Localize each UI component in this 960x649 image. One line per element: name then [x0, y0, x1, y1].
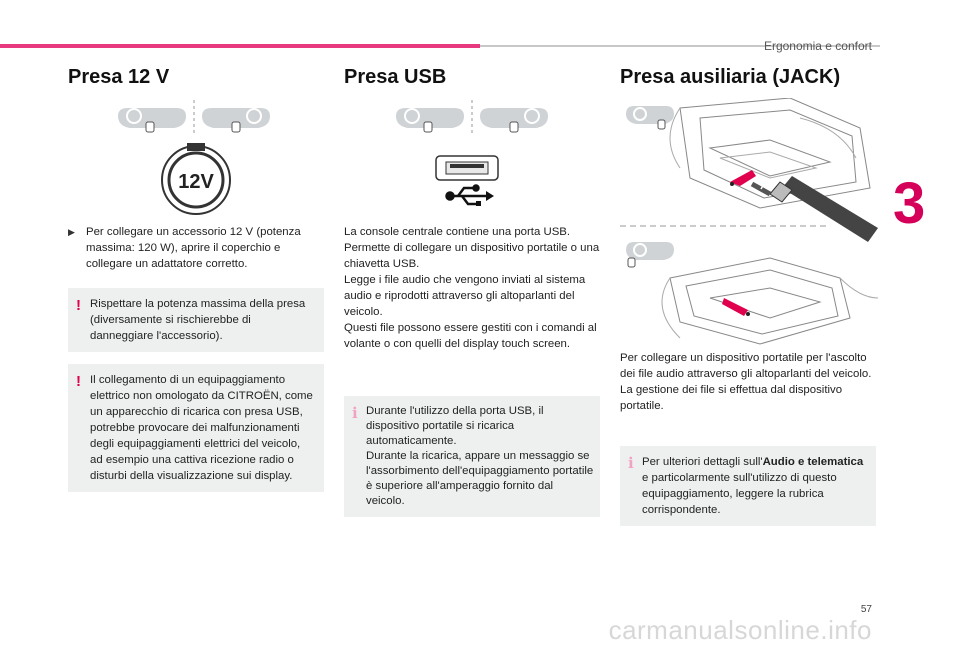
socket-label: 12V [178, 171, 214, 193]
info-jack-prefix: Per ulteriori dettagli sull' [642, 456, 763, 468]
jack-socket-dot [746, 312, 750, 316]
warning-icon: ! [76, 297, 81, 314]
usb-body-line: Permette di collegare un dispositivo por… [344, 242, 600, 270]
jack-body-line: Per collegare un dispositivo portatile p… [620, 352, 872, 380]
socket-12v-icon: 12V [161, 143, 231, 215]
title-jack: Presa ausiliaria (JACK) [620, 66, 841, 88]
jack-body: Per collegare un dispositivo portatile p… [620, 350, 876, 414]
info-icon: ℹ [628, 454, 634, 472]
title-usb: Presa USB [344, 66, 447, 88]
info-jack-suffix: e particolarmente sull'utilizzo di quest… [642, 472, 837, 516]
bullet-12v: ▶ Per collegare un accessorio 12 V (pote… [68, 224, 324, 272]
usb-body: La console centrale contiene una porta U… [344, 224, 600, 352]
info-usb-text: Durante la ricarica, appare un messaggio… [366, 450, 594, 507]
pointer-arrow [730, 170, 756, 186]
bullet-12v-text: Per collegare un accessorio 12 V (potenz… [86, 226, 301, 270]
info-jack-text: Per ulteriori dettagli sull'Audio e tele… [642, 454, 866, 518]
section-title: Ergonomia e confort [763, 39, 872, 53]
header-divider [480, 45, 880, 47]
steering-wheel-icon [118, 108, 186, 133]
info-box-jack: ℹ Per ulteriori dettagli sull'Audio e te… [620, 446, 876, 526]
usb-body-line: La console centrale contiene una porta U… [344, 226, 571, 238]
info-usb-text: Durante l'utilizzo della porta USB, il d… [366, 405, 544, 447]
page-number: 57 [860, 604, 872, 615]
watermark: carmanualsonline.info [608, 615, 872, 645]
bullet-arrow-icon: ▶ [68, 227, 75, 237]
steering-wheel-icon [396, 108, 464, 133]
warning-box-power: ! Rispettare la potenza massima della pr… [68, 288, 324, 352]
warning-power-text: Rispettare la potenza massima della pres… [90, 298, 306, 342]
usb-body-line: Legge i file audio che vengono inviati a… [344, 274, 586, 318]
jack-plug-icon [750, 176, 878, 242]
illustration-jack [620, 98, 878, 345]
steering-wheel-icon [626, 242, 674, 268]
column-jack: Presa ausiliaria (JACK) [620, 66, 876, 98]
usb-icon [445, 184, 494, 206]
title-12v: Presa 12 V [68, 66, 170, 88]
info-jack-bold: Audio e telematica [762, 456, 864, 468]
chapter-number: 3 [893, 171, 926, 236]
warning-icon: ! [76, 373, 81, 390]
header-accent-bar [0, 44, 480, 48]
illustration-12v: 12V [118, 100, 270, 215]
info-icon: ℹ [352, 404, 358, 422]
usb-port-icon [435, 155, 499, 181]
warning-box-equipment: ! Il collegamento di un equipaggiamento … [68, 364, 324, 492]
steering-wheel-icon [626, 106, 674, 130]
steering-wheel-icon [480, 108, 548, 133]
pointer-arrow [722, 298, 748, 316]
info-box-usb: ℹ Durante l'utilizzo della porta USB, il… [344, 396, 600, 517]
column-12v: Presa 12 V [68, 66, 324, 98]
console-drawing-bottom [661, 257, 878, 345]
console-drawing-top [669, 98, 871, 209]
illustration-usb [396, 100, 548, 206]
jack-socket-dot [730, 182, 734, 186]
usb-body-line: Questi file possono essere gestiti con i… [344, 322, 597, 350]
warning-equipment-text: Il collegamento di un equipaggiamento el… [90, 374, 313, 482]
column-usb: Presa USB [344, 66, 600, 98]
steering-wheel-icon [202, 108, 270, 133]
jack-body-line: La gestione dei file si effettua dal dis… [620, 384, 843, 412]
